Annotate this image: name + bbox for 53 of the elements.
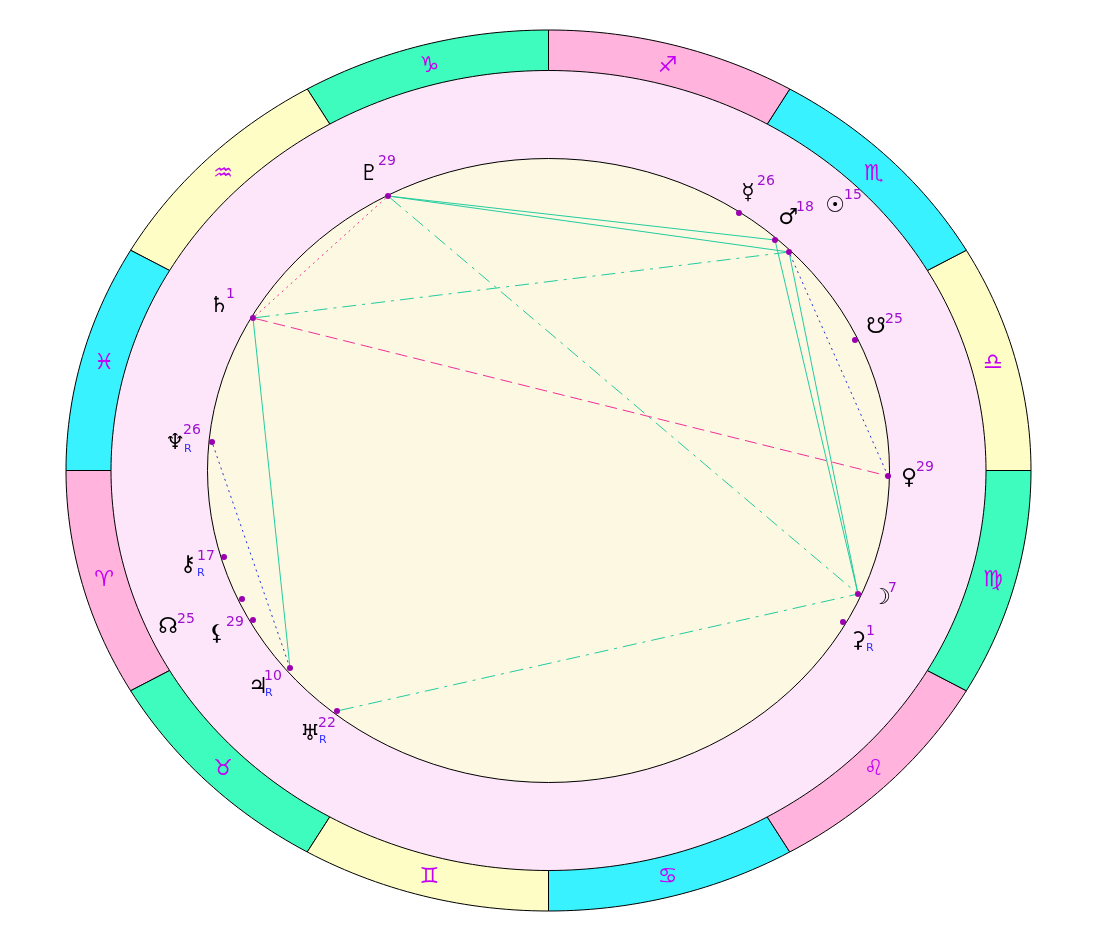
retrograde-mark: R xyxy=(184,442,192,454)
aspect-line xyxy=(252,320,291,666)
degree-number: 29 xyxy=(916,459,934,473)
zodiac-sign-symbol: ♓ xyxy=(94,350,115,373)
retrograde-mark: R xyxy=(319,733,327,745)
aspect-line xyxy=(390,195,787,253)
degree-number: 7 xyxy=(888,580,897,594)
degree-number: 25 xyxy=(885,311,903,325)
aspect-line xyxy=(789,254,858,592)
aspect-line xyxy=(254,197,387,317)
degree-number: 17 xyxy=(197,548,215,562)
aspect-line xyxy=(789,254,888,474)
planet-symbol: ☿ xyxy=(741,181,755,203)
zodiac-sign-symbol: ♍ xyxy=(982,568,1003,591)
planet-symbol: ♇ xyxy=(359,162,379,184)
planet-symbol: ☋ xyxy=(866,315,886,337)
zodiac-sign-symbol: ♈ xyxy=(94,568,115,591)
zodiac-sign-symbol: ♉ xyxy=(213,756,234,779)
planet-symbol: ♂ xyxy=(778,206,798,228)
degree-number: 1 xyxy=(866,623,875,637)
planet-symbol: ⚳ xyxy=(849,629,867,651)
planet-symbol: ⚸ xyxy=(208,622,226,644)
aspect-line xyxy=(255,251,787,319)
retrograde-mark: R xyxy=(265,686,273,698)
degree-number: 15 xyxy=(844,187,862,201)
degree-number: 29 xyxy=(378,153,396,167)
zodiac-sign-symbol: ♎ xyxy=(982,350,1003,373)
degree-number: 25 xyxy=(177,611,195,625)
degree-number: 10 xyxy=(264,668,282,682)
planet-symbol: ♆ xyxy=(165,431,185,453)
zodiac-sign-symbol: ♐ xyxy=(657,53,678,76)
degree-number: 29 xyxy=(226,614,244,628)
planet-symbol: ♅ xyxy=(300,722,320,744)
zodiac-sign-symbol: ♏ xyxy=(863,162,884,185)
retrograde-mark: R xyxy=(866,641,874,653)
zodiac-sign-symbol: ♌ xyxy=(863,756,884,779)
degree-number: 26 xyxy=(757,173,775,187)
aspect-line xyxy=(775,242,858,592)
aspect-line xyxy=(339,594,856,711)
planet-symbol: ☉ xyxy=(825,194,845,216)
zodiac-sign-symbol: ♋ xyxy=(657,865,678,888)
zodiac-sign-symbol: ♒ xyxy=(213,162,234,185)
planet-symbol: ☊ xyxy=(158,615,178,637)
degree-number: 26 xyxy=(183,422,201,436)
zodiac-sign-symbol: ♑ xyxy=(419,53,440,76)
planet-symbol: ☽ xyxy=(871,586,891,608)
planet-symbol: ♀ xyxy=(900,466,918,488)
retrograde-mark: R xyxy=(197,566,205,578)
degree-number: 1 xyxy=(226,286,235,300)
zodiac-sign-symbol: ♊ xyxy=(419,865,440,888)
degree-number: 18 xyxy=(796,199,814,213)
planet-symbol: ⚷ xyxy=(179,553,197,575)
degree-number: 22 xyxy=(318,715,336,729)
